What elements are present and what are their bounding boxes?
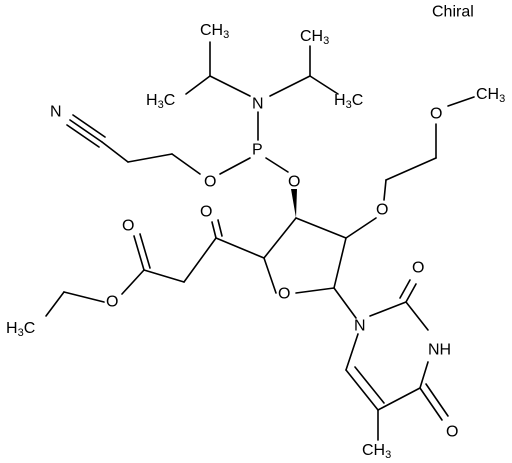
bond xyxy=(139,233,151,269)
atom-labels: Chiral P N O O O O O O O O N N NH O O CH… xyxy=(6,4,505,462)
bond xyxy=(295,287,335,294)
bond xyxy=(405,301,429,331)
bond xyxy=(133,235,145,271)
bond xyxy=(383,179,387,201)
bond xyxy=(345,369,379,411)
bond xyxy=(295,217,347,239)
bond xyxy=(405,283,417,303)
bond xyxy=(345,333,359,371)
atom-o-ether: O xyxy=(376,202,388,219)
bond xyxy=(121,269,145,295)
group-h3c-ethyl: H3C xyxy=(6,320,35,340)
bond xyxy=(211,221,217,239)
bond xyxy=(63,291,105,303)
atom-o-ring: O xyxy=(278,286,290,303)
bond xyxy=(72,114,106,138)
bond xyxy=(215,237,265,259)
group-h3c-isopropyl-1: H3C xyxy=(146,92,175,112)
atom-o-phosphite-2: O xyxy=(288,174,300,191)
group-ch3-isopropyl-1: CH3 xyxy=(200,22,229,42)
atom-nh-pyrimidine: NH xyxy=(428,342,451,359)
bond xyxy=(127,153,173,163)
atom-o-pyrimidine-2: O xyxy=(412,260,424,277)
bond xyxy=(425,383,449,417)
bond xyxy=(263,257,277,294)
group-ch3-isopropyl-2: CH3 xyxy=(300,28,329,48)
atom-n-pyrimidine-1: N xyxy=(354,318,366,335)
atom-o-ketone: O xyxy=(200,204,212,221)
bond xyxy=(399,279,411,299)
group-h3c-isopropyl-2: H3C xyxy=(334,92,363,112)
bond xyxy=(219,157,251,175)
bond xyxy=(269,75,311,97)
atom-n-nitrile: N xyxy=(50,104,62,121)
bond xyxy=(265,157,289,173)
atom-o-methoxy: O xyxy=(430,106,442,123)
group-ch3-thymine: CH3 xyxy=(362,442,391,462)
bond xyxy=(66,124,100,148)
bond xyxy=(333,287,357,319)
bond xyxy=(209,75,251,97)
bond xyxy=(143,269,185,283)
bond xyxy=(369,301,407,317)
atom-o-phosphite-1: O xyxy=(204,174,216,191)
bonds xyxy=(45,41,475,441)
atom-n-amine: N xyxy=(252,96,264,113)
bond xyxy=(101,141,129,163)
bond xyxy=(354,366,385,404)
stereo-note: Chiral xyxy=(432,4,474,21)
bond xyxy=(419,361,429,389)
atom-o-ester-carbonyl: O xyxy=(122,218,134,235)
bond xyxy=(183,237,217,283)
group-ch3-methoxy: CH3 xyxy=(476,86,505,106)
wedge-bond xyxy=(291,189,297,218)
bond xyxy=(419,387,443,421)
bond xyxy=(447,96,475,107)
bond xyxy=(185,75,211,95)
atom-p: P xyxy=(252,142,263,159)
bond xyxy=(217,219,223,237)
atom-o-pyrimidine-4: O xyxy=(446,424,458,441)
atom-o-ester: O xyxy=(106,294,118,311)
bond xyxy=(309,75,339,95)
bond xyxy=(385,157,437,181)
bond xyxy=(45,291,65,317)
bond xyxy=(69,119,103,143)
bond xyxy=(377,387,421,411)
bond xyxy=(345,217,377,239)
bond xyxy=(171,153,201,175)
bond xyxy=(333,237,347,289)
bond xyxy=(263,217,297,259)
